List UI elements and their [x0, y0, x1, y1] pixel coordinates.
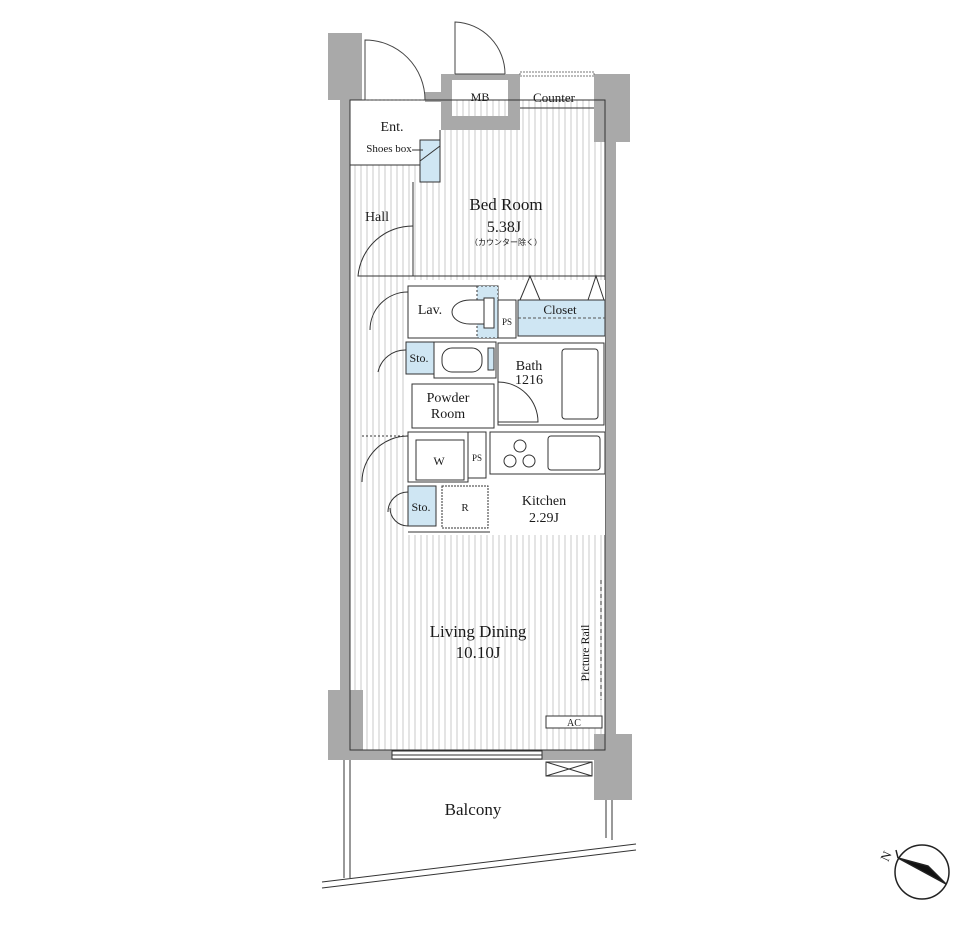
label-counter: Counter — [533, 90, 576, 105]
label-bath: Bath — [516, 359, 542, 374]
label-north: N — [877, 848, 895, 863]
label-kitchen: Kitchen — [522, 494, 566, 509]
balcony-outline — [321, 760, 637, 889]
shoes-box — [419, 139, 441, 183]
label-living-dining: Living Dining — [430, 622, 527, 641]
washer — [415, 439, 465, 481]
label-mb: MB — [471, 90, 490, 104]
hall-door-swing — [357, 225, 414, 277]
label-powder-room-1: Powder — [427, 391, 470, 406]
label-living-dining-size: 10.10J — [456, 643, 501, 662]
toilet-icon — [451, 299, 493, 325]
label-refrigerator: R — [461, 502, 469, 514]
label-kitchen-size: 2.29J — [529, 511, 560, 526]
stove-icon — [503, 439, 536, 468]
label-ps-2: PS — [472, 453, 482, 463]
balcony-window — [391, 750, 593, 777]
living-fixtures — [545, 580, 603, 729]
storage-1 — [405, 341, 435, 375]
label-shoes-box: Shoes box — [366, 143, 412, 155]
label-picture-rail: Picture Rail — [578, 624, 592, 682]
wall-right — [605, 140, 616, 734]
wall-counter-left — [508, 74, 520, 130]
label-powder-room-2: Room — [431, 407, 465, 422]
north-arrow — [894, 844, 950, 900]
label-closet: Closet — [543, 302, 577, 317]
label-bed-room-note: （カウンター除く） — [470, 237, 542, 247]
ps-shaft-2 — [467, 431, 487, 479]
entrance-doors — [364, 21, 595, 101]
storage-2 — [407, 485, 437, 527]
label-storage-2: Sto. — [411, 500, 430, 514]
sink-icon — [441, 347, 483, 373]
bedroom-walls — [357, 182, 605, 277]
wall-left — [340, 100, 350, 700]
mb-door-swing — [454, 21, 506, 75]
wall-pillar-top-right — [594, 74, 630, 142]
label-bed-room-size: 5.38J — [487, 219, 521, 236]
refrigerator — [441, 485, 489, 529]
label-hall: Hall — [365, 210, 389, 225]
service-block — [361, 274, 606, 535]
wall-pillar-top-left — [328, 33, 362, 100]
lav-door-swing — [369, 291, 409, 331]
wall-pillar-bottom-left — [328, 690, 363, 760]
wall-entry-lintel — [425, 92, 445, 102]
kitchen-sink-icon — [547, 435, 601, 471]
label-ps-1: PS — [502, 317, 512, 327]
label-lavatory: Lav. — [418, 303, 442, 318]
bathtub-icon — [561, 348, 599, 420]
label-bath-size: 1216 — [515, 373, 543, 388]
entry-door-swing — [364, 39, 426, 101]
labels: Ent. Shoes box MB Counter Hall Bed Room … — [365, 90, 895, 864]
north-arrow-needle — [897, 857, 947, 885]
label-washer: W — [433, 454, 445, 468]
powder-room — [411, 383, 495, 429]
air-conditioner — [545, 715, 603, 729]
label-entrance: Ent. — [381, 120, 404, 135]
wall-mb-surround — [441, 74, 520, 130]
entrance-details — [350, 130, 441, 183]
wall-pillar-bottom-right — [594, 734, 632, 800]
label-storage-1: Sto. — [409, 351, 428, 365]
label-ac: AC — [567, 718, 581, 729]
label-balcony: Balcony — [445, 800, 502, 819]
label-bed-room: Bed Room — [469, 195, 542, 214]
bath-door-swing — [497, 381, 539, 423]
ps-shaft-1 — [497, 299, 517, 339]
